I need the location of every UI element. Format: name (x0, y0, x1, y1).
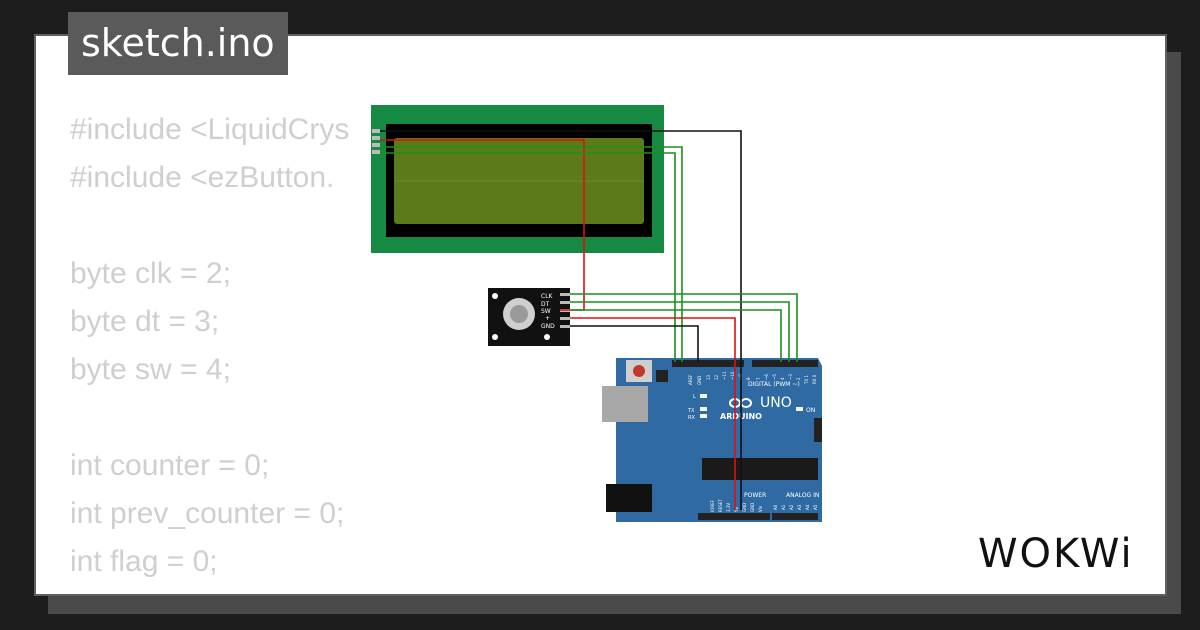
svg-text:8: 8 (746, 377, 751, 380)
on-label: ON (806, 407, 815, 414)
encoder-pin-label: SW (541, 308, 551, 315)
wokwi-logo: WOKWi (978, 531, 1134, 577)
code-line: int flag = 0; (70, 545, 218, 578)
wire-encoder-dt (570, 301, 790, 362)
power-jack (606, 484, 652, 512)
svg-text:GND: GND (742, 503, 747, 512)
wire-lcd-scl (380, 152, 676, 362)
svg-text:~11: ~11 (722, 371, 727, 380)
power-header (698, 513, 770, 520)
power-label: POWER (744, 492, 766, 499)
mount-hole (492, 293, 498, 299)
wire-encoder-sw (570, 309, 782, 362)
svg-text:GND: GND (750, 503, 755, 512)
svg-text:12: 12 (714, 374, 719, 380)
svg-text:IOREF: IOREF (710, 499, 715, 512)
digital-label: DIGITAL (PWM ~) (748, 381, 800, 388)
encoder-pin-label: GND (541, 323, 555, 330)
encoder-pin-label: + (545, 315, 550, 322)
svg-text:RESET: RESET (718, 499, 723, 512)
encoder-pin-label: DT (541, 301, 550, 308)
svg-text:~10: ~10 (730, 371, 735, 380)
svg-text:A0: A0 (773, 504, 778, 510)
wire-encoder-gnd (570, 325, 699, 362)
analog-pin-labels: A0 A1 A2 A3 A4 A5 (773, 504, 818, 510)
digital-header-left (672, 360, 744, 367)
analog-header (772, 513, 818, 520)
analog-label: ANALOG IN (786, 492, 819, 499)
wires (380, 130, 798, 510)
led-label: L (693, 394, 696, 400)
wire-lcd-gnd (380, 130, 742, 510)
svg-text:A4: A4 (805, 504, 810, 510)
svg-text:4: 4 (780, 377, 785, 380)
wire-encoder-vcc (570, 317, 736, 510)
reset-button[interactable] (633, 365, 645, 377)
svg-text:Vin: Vin (758, 505, 763, 512)
svg-text:7: 7 (756, 377, 761, 380)
uno-label: UNO (760, 395, 792, 411)
code-line: byte dt = 3; (70, 305, 220, 338)
wire-lcd-sda (380, 146, 683, 362)
svg-text:RX 0: RX 0 (812, 374, 817, 384)
icsp-header-2 (656, 370, 668, 382)
led-label: RX (688, 415, 695, 421)
svg-text:5V: 5V (734, 506, 739, 512)
lcd-pin-header (372, 129, 380, 154)
svg-text:2: 2 (796, 377, 801, 380)
rotary-encoder[interactable]: CLK DT SW + GND (488, 288, 570, 346)
svg-text:13: 13 (706, 374, 711, 380)
code-line: byte clk = 2; (70, 257, 231, 290)
svg-text:AREF: AREF (688, 374, 693, 385)
svg-text:TX 1: TX 1 (804, 375, 809, 385)
svg-text:~3: ~3 (788, 374, 793, 380)
svg-text:~6: ~6 (764, 374, 769, 380)
code-line: int prev_counter = 0; (70, 497, 345, 530)
svg-text:A3: A3 (797, 504, 802, 510)
power-pin-labels: IOREF RESET 3.3V 5V GND GND Vin (710, 499, 763, 512)
logo-text: WOKWi (978, 531, 1134, 577)
encoder-pin-label: CLK (541, 293, 554, 300)
code-line: int counter = 0; (70, 449, 270, 482)
svg-text:GND: GND (697, 376, 702, 385)
arduino-uno[interactable]: DIGITAL (PWM ~) UNO ARDUINO ON POWER ANA… (602, 358, 822, 522)
file-title-tab[interactable]: sketch.ino (68, 12, 288, 75)
icsp-header (814, 418, 822, 442)
code-line: #include <LiquidCrys (70, 113, 350, 146)
svg-text:A2: A2 (789, 504, 794, 510)
svg-text:~5: ~5 (772, 374, 777, 380)
usb-port (602, 386, 648, 422)
lcd-display[interactable] (371, 105, 664, 253)
code-preview: #include <LiquidCrys #include <ezButton.… (70, 106, 349, 586)
svg-text:3.3V: 3.3V (726, 503, 731, 512)
arduino-board (616, 358, 822, 522)
svg-text:A1: A1 (781, 504, 786, 510)
atmega-chip (702, 458, 818, 480)
svg-text:A5: A5 (813, 504, 818, 510)
digital-header-right (752, 360, 818, 367)
mount-hole (492, 334, 498, 340)
encoder-shaft (510, 305, 528, 323)
wire-encoder-clk (570, 293, 798, 362)
code-line: #include <ezButton. (70, 161, 335, 194)
mount-hole (544, 334, 550, 340)
board-leds (700, 394, 803, 418)
led-label: TX (687, 408, 695, 414)
code-line: byte sw = 4; (70, 353, 231, 386)
